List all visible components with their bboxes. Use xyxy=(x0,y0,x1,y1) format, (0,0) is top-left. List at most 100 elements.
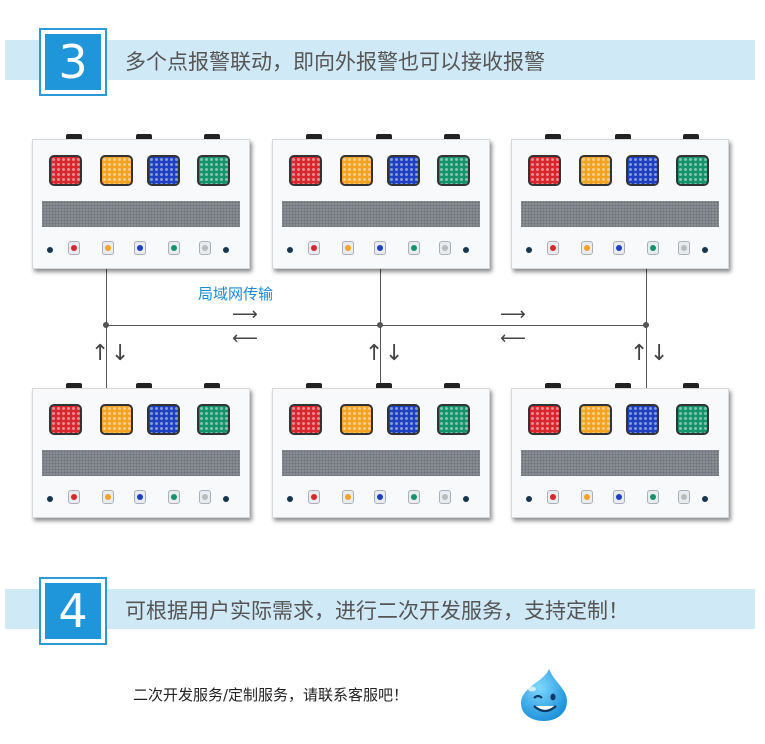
panel-button xyxy=(647,241,659,255)
panel-button xyxy=(134,241,146,255)
panel-button xyxy=(199,241,211,255)
mount-bracket xyxy=(615,383,631,388)
indicator-dot xyxy=(702,496,708,502)
junction-node xyxy=(377,322,383,328)
green-alarm-lamp xyxy=(197,404,230,435)
up-arrow-icon: ↑ xyxy=(630,341,649,366)
led-display xyxy=(42,450,240,476)
panel-button xyxy=(581,490,593,504)
mount-bracket xyxy=(66,383,82,388)
alarm-panel xyxy=(272,383,490,518)
led-display xyxy=(521,201,719,227)
mount-bracket xyxy=(306,134,322,139)
panel-button xyxy=(308,490,320,504)
panel-button xyxy=(374,241,386,255)
indicator-dot xyxy=(526,247,532,253)
alarm-panel xyxy=(511,134,729,269)
mount-bracket xyxy=(136,134,152,139)
amber-alarm-lamp xyxy=(100,155,133,186)
panel-button xyxy=(102,241,114,255)
junction-node xyxy=(643,322,649,328)
panel-button xyxy=(68,241,80,255)
blue-alarm-lamp xyxy=(626,404,659,435)
mount-bracket xyxy=(615,134,631,139)
panel-button xyxy=(374,490,386,504)
panel-button xyxy=(613,241,625,255)
green-alarm-lamp xyxy=(676,404,709,435)
section-4-banner: 4 可根据用户实际需求，进行二次开发服务，支持定制！ xyxy=(5,577,755,645)
lan-transmission-label: 局域网传输 xyxy=(198,285,274,303)
panel-button xyxy=(547,241,559,255)
panel-button xyxy=(308,241,320,255)
blue-alarm-lamp xyxy=(626,155,659,186)
mount-bracket xyxy=(66,134,82,139)
amber-alarm-lamp xyxy=(340,155,373,186)
down-arrow-icon: ↓ xyxy=(650,341,669,366)
panel-button xyxy=(102,490,114,504)
left-arrow-icon: ⟵ xyxy=(232,328,258,349)
indicator-dot xyxy=(526,496,532,502)
green-alarm-lamp xyxy=(437,404,470,435)
panel-button xyxy=(342,241,354,255)
red-alarm-lamp xyxy=(528,404,561,435)
panel-button xyxy=(613,490,625,504)
blue-alarm-lamp xyxy=(147,155,180,186)
mount-bracket xyxy=(444,383,460,388)
green-alarm-lamp xyxy=(197,155,230,186)
mount-bracket xyxy=(306,383,322,388)
red-alarm-lamp xyxy=(528,155,561,186)
down-arrow-icon: ↓ xyxy=(385,341,404,366)
led-display xyxy=(282,201,480,227)
panel-button xyxy=(168,241,180,255)
indicator-dot xyxy=(47,247,53,253)
indicator-dot xyxy=(702,247,708,253)
blue-alarm-lamp xyxy=(387,155,420,186)
indicator-dot xyxy=(223,247,229,253)
alarm-panel xyxy=(511,383,729,518)
panel-button xyxy=(342,490,354,504)
section-title: 可根据用户实际需求，进行二次开发服务，支持定制！ xyxy=(125,599,629,623)
section-number: 3 xyxy=(45,34,101,90)
panel-button xyxy=(547,490,559,504)
mount-bracket xyxy=(376,383,392,388)
indicator-dot xyxy=(47,496,53,502)
section-number-box: 4 xyxy=(39,577,107,645)
panel-button xyxy=(647,490,659,504)
right-arrow-icon: ⟶ xyxy=(232,304,258,325)
mount-bracket xyxy=(683,383,699,388)
panel-button xyxy=(199,490,211,504)
panel-button xyxy=(168,490,180,504)
mount-bracket xyxy=(376,134,392,139)
section-title: 多个点报警联动，即向外报警也可以接收报警 xyxy=(125,50,545,74)
drop-line xyxy=(646,264,647,392)
blue-alarm-lamp xyxy=(387,404,420,435)
section-number: 4 xyxy=(45,583,101,639)
amber-alarm-lamp xyxy=(579,404,612,435)
green-alarm-lamp xyxy=(437,155,470,186)
indicator-dot xyxy=(287,247,293,253)
indicator-dot xyxy=(463,247,469,253)
mount-bracket xyxy=(545,383,561,388)
panel-button xyxy=(678,241,690,255)
panel-button xyxy=(439,490,451,504)
drop-line xyxy=(380,264,381,392)
mount-bracket xyxy=(204,383,220,388)
bus-line xyxy=(106,325,646,326)
red-alarm-lamp xyxy=(49,404,82,435)
indicator-dot xyxy=(463,496,469,502)
junction-node xyxy=(103,322,109,328)
left-arrow-icon: ⟵ xyxy=(500,328,526,349)
mount-bracket xyxy=(204,134,220,139)
mount-bracket xyxy=(444,134,460,139)
indicator-dot xyxy=(287,496,293,502)
red-alarm-lamp xyxy=(289,155,322,186)
led-display xyxy=(42,201,240,227)
panel-button xyxy=(581,241,593,255)
section-3-banner: 3 多个点报警联动，即向外报警也可以接收报警 xyxy=(5,28,755,96)
alarm-panel xyxy=(32,134,250,269)
up-arrow-icon: ↑ xyxy=(91,341,110,366)
amber-alarm-lamp xyxy=(579,155,612,186)
led-display xyxy=(521,450,719,476)
mount-bracket xyxy=(545,134,561,139)
drop-line xyxy=(106,264,107,392)
